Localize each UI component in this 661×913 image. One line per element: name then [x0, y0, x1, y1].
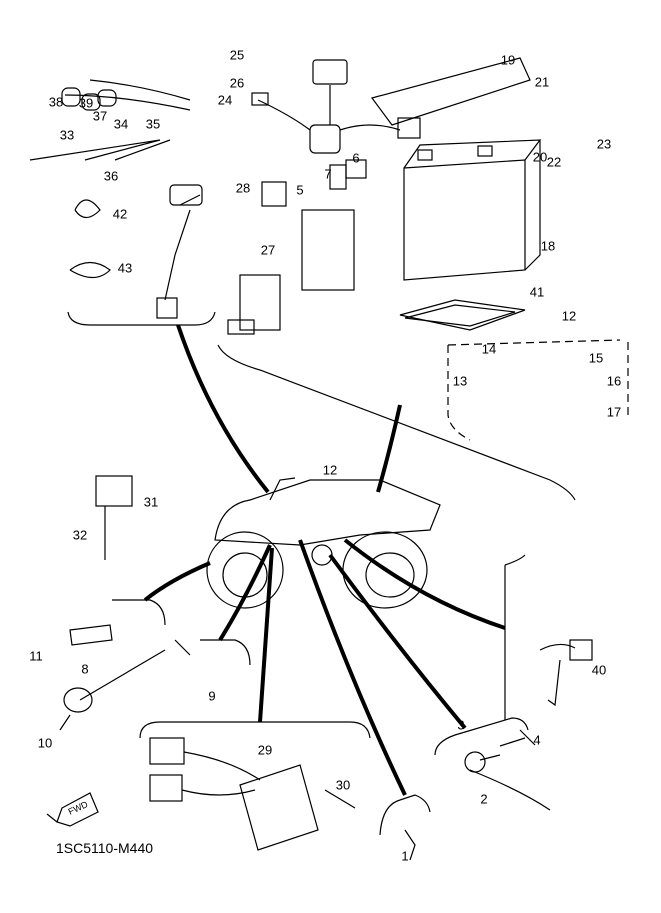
neutral-switch-drawing	[469, 754, 551, 811]
fwd-arrow-text: FWD	[67, 799, 90, 817]
callout-21: 21	[534, 74, 550, 90]
callout-20: 20	[532, 149, 548, 165]
callout-11: 11	[29, 648, 43, 664]
callout-1: 1	[401, 848, 409, 864]
callout-34: 34	[113, 116, 129, 132]
callout-22: 22	[546, 154, 562, 170]
sensor-11-drawing	[69, 624, 113, 646]
wire-harness-drawing	[29, 79, 203, 319]
callout-6: 6	[352, 150, 360, 166]
callout-16: 16	[606, 373, 622, 389]
callout-41: 41	[529, 284, 545, 300]
callout-32: 32	[72, 527, 88, 543]
relays-drawing	[227, 159, 367, 335]
callout-5: 5	[296, 182, 304, 198]
callout-39: 39	[78, 95, 94, 111]
callout-14: 14	[481, 341, 497, 357]
callout-19: 19	[500, 52, 516, 68]
callout-43: 43	[117, 260, 133, 276]
callout-12: 12	[561, 308, 577, 324]
starter-relay-drawing	[251, 59, 421, 154]
callout-36: 36	[103, 168, 119, 184]
fwd-arrow-icon	[46, 792, 99, 827]
callout-7: 7	[324, 166, 332, 182]
callout-15: 15	[588, 350, 604, 366]
callout-4: 4	[533, 732, 541, 748]
leader-lines	[143, 324, 506, 796]
callout-8: 8	[81, 661, 89, 677]
callout-26: 26	[229, 75, 245, 91]
group-brackets	[67, 311, 629, 836]
callout-13: 13	[452, 373, 468, 389]
callout-10: 10	[37, 735, 53, 751]
callout-42: 42	[112, 206, 128, 222]
callout-23: 23	[596, 136, 612, 152]
callout-18: 18	[540, 238, 556, 254]
callout-40: 40	[591, 662, 607, 678]
callout-28: 28	[235, 180, 251, 196]
callout-3: 3	[457, 717, 465, 733]
callout-2: 2	[480, 791, 488, 807]
sensor-8-drawing	[79, 639, 191, 701]
callout-35: 35	[145, 116, 161, 132]
callout-31: 31	[143, 494, 159, 510]
battery-bracket-drawing	[370, 57, 531, 126]
callout-37: 37	[92, 108, 108, 124]
rectifier-regulator-drawing	[149, 737, 356, 851]
callout-12: 12	[322, 462, 338, 478]
callout-17: 17	[606, 404, 622, 420]
cable-40-drawing	[539, 643, 576, 707]
thermo-switch-drawing	[404, 829, 416, 861]
callout-33: 33	[59, 127, 75, 143]
callout-27: 27	[260, 242, 276, 258]
callout-29: 29	[257, 742, 273, 758]
callout-38: 38	[48, 94, 64, 110]
battery-drawing	[403, 139, 542, 281]
cdi-unit-drawing	[95, 475, 133, 507]
callout-30: 30	[335, 777, 351, 793]
callout-24: 24	[217, 92, 233, 108]
atv-drawing	[206, 477, 441, 609]
diagram-code: 1SC5110-M440	[56, 840, 154, 856]
callout-25: 25	[229, 47, 245, 63]
callout-9: 9	[208, 688, 216, 704]
battery-pad-drawing	[399, 299, 526, 331]
